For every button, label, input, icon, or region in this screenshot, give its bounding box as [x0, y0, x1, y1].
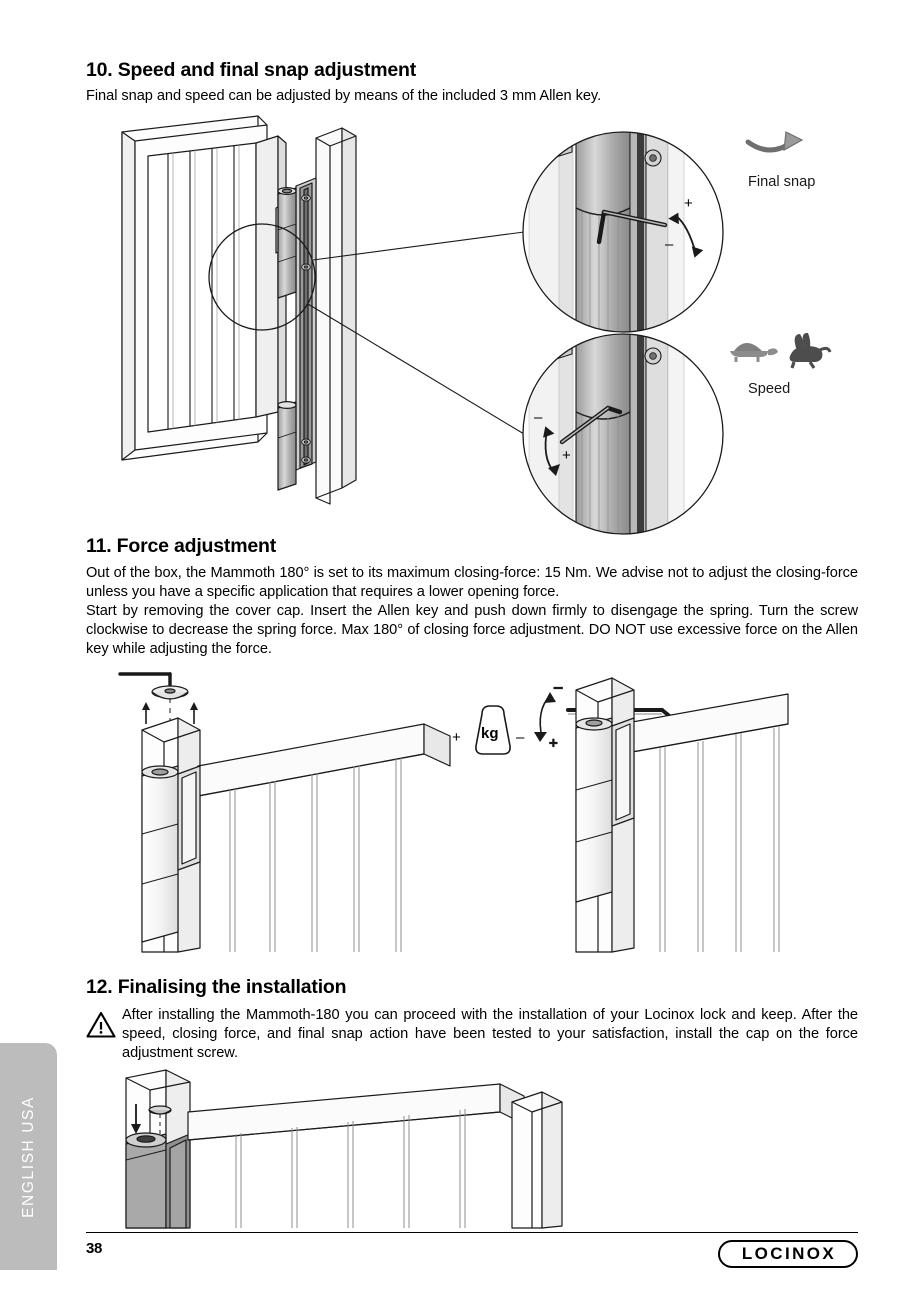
figure-finalising-installation: [30, 1068, 802, 1233]
detail-callout-circle: [208, 223, 316, 331]
locinox-logo: LOCINOX: [718, 1240, 858, 1268]
section-12-heading: 12. Finalising the installation: [86, 976, 347, 998]
minus-symbol: –: [516, 729, 525, 746]
logo-outline: [718, 1240, 858, 1268]
section-10-subtitle: Final snap and speed can be adjusted by …: [86, 88, 602, 105]
plus-symbol: +: [549, 735, 558, 752]
minus-symbol: –: [665, 236, 674, 253]
warning-triangle-icon: [86, 1006, 122, 1043]
warning-row: After installing the Mammoth-180 you can…: [86, 1006, 858, 1063]
weight-symbol: + kg –: [452, 705, 525, 755]
plus-symbol: +: [684, 195, 693, 212]
language-tab: ENGLISH USA: [0, 1043, 57, 1270]
logo-wordmark: LOCINOX: [741, 1244, 837, 1263]
kg-weight-icon: [475, 705, 511, 755]
rotation-arrow-final-snap: + –: [665, 195, 704, 258]
rotation-arrow-speed: – +: [534, 409, 571, 476]
section-speed-and-final-snap: 10. Speed and final snap adjustment Fina…: [86, 59, 858, 106]
hinge-barrel: [141, 765, 179, 943]
final-snap-legend: Final snap: [745, 131, 815, 190]
cover-cap-removal-illustration: [118, 672, 451, 953]
hinge-barrel: [125, 1132, 167, 1229]
hinge-barrel: [575, 717, 613, 903]
rotation-arrow: – +: [534, 678, 564, 753]
footer-divider: [86, 1232, 858, 1233]
plus-symbol: +: [562, 447, 571, 464]
section-force-adjustment: 11. Force adjustment Out of the box, the…: [86, 535, 858, 659]
page-number: 38: [86, 1240, 103, 1257]
hare-icon: [789, 332, 832, 369]
figure-speed-and-final-snap: + – Final snap: [110, 112, 882, 535]
section-11-paragraph-2: Start by removing the cover cap. Insert …: [86, 603, 858, 658]
leader-line-top: [312, 231, 525, 261]
gate-assembly-illustration: [121, 115, 525, 505]
leader-line-bottom: [307, 303, 525, 435]
minus-symbol: –: [554, 679, 563, 696]
cap-installation-illustration: [125, 1069, 563, 1229]
detail-view-speed: – +: [522, 333, 724, 535]
tortoise-icon: [730, 343, 778, 362]
detail-view-final-snap: + –: [522, 131, 724, 333]
speed-label: Speed: [748, 381, 790, 397]
section-11-paragraph-1: Out of the box, the Mammoth 180° is set …: [86, 565, 858, 601]
final-snap-label: Final snap: [748, 174, 815, 190]
lower-hinge: [277, 401, 297, 491]
section-11-heading: 11. Force adjustment: [86, 535, 276, 557]
removal-arrows: [142, 702, 198, 724]
section-12-warning-text: After installing the Mammoth-180 you can…: [122, 1007, 858, 1062]
content-column: 10. Speed and final snap adjustment Fina…: [86, 0, 858, 1301]
speed-legend: Speed: [730, 332, 832, 397]
section-10-heading: 10. Speed and final snap adjustment: [86, 59, 416, 81]
section-finalising-installation: 12. Finalising the installation After in…: [86, 976, 858, 1063]
plus-symbol: +: [452, 729, 461, 746]
figure-force-adjustment: + kg – – +: [20, 662, 792, 962]
install-arrow: [131, 1104, 141, 1134]
force-screw-illustration: – +: [534, 677, 789, 953]
minus-symbol: –: [534, 409, 543, 426]
kg-label: kg: [481, 725, 499, 742]
upper-hinge: [275, 186, 297, 299]
